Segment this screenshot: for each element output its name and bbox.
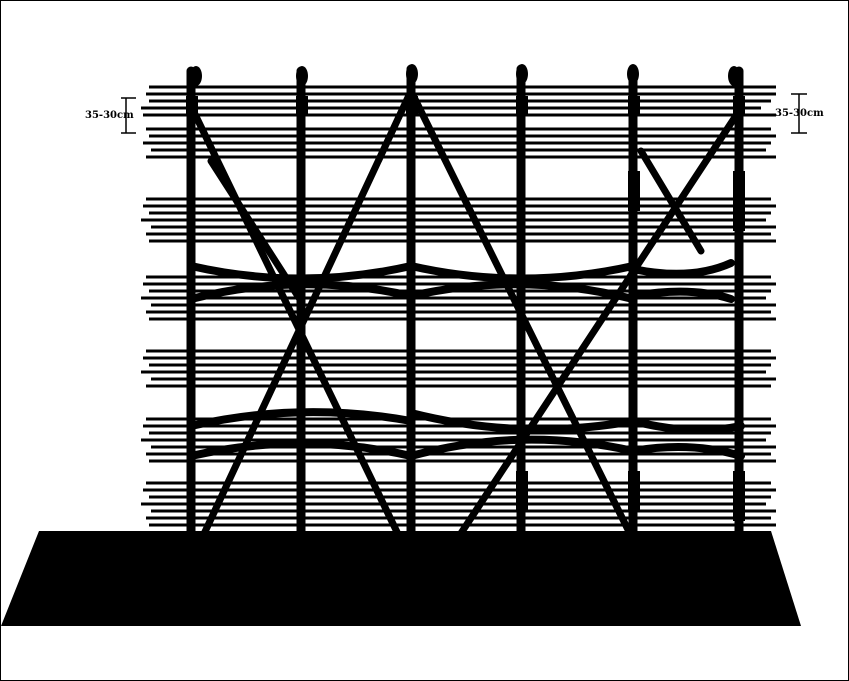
post-cap [406, 64, 418, 84]
ledger-level-1 [141, 85, 776, 117]
rubble-block [749, 561, 771, 586]
curved-cross-ties-upper [187, 259, 735, 303]
cross-tie [187, 408, 415, 430]
ledger-level-2 [143, 127, 776, 159]
dimension-label-left: 35-30cm [85, 110, 134, 121]
cross-tie [187, 280, 415, 303]
dimension-marker-left [121, 97, 136, 134]
clamp [516, 471, 528, 511]
cross-tie [629, 259, 735, 278]
artist-signature: Mefaridge... [701, 610, 794, 625]
clamp [296, 96, 308, 114]
dimension-marker-right [791, 93, 807, 134]
dimension-label-right: 35-30cm [775, 108, 824, 119]
post-cap [627, 64, 639, 84]
post-cap [728, 66, 740, 86]
ledger-level-5 [141, 349, 776, 388]
cross-tie [407, 435, 637, 460]
cross-tie [187, 439, 415, 460]
clamp [516, 96, 528, 114]
clamp [628, 96, 640, 114]
brace-diagonal [192, 87, 415, 555]
clamp [628, 471, 640, 511]
brace-diagonal [442, 107, 743, 560]
curved-cross-ties-lower [187, 408, 745, 460]
cross-tie [629, 417, 745, 434]
brace-diagonal [407, 87, 645, 560]
cross-tie [187, 262, 415, 283]
clamp [733, 471, 745, 521]
brace-diagonal [637, 147, 705, 255]
post-cap [296, 66, 308, 86]
ledger-level-4 [141, 275, 776, 321]
clamp [186, 96, 198, 114]
ground-plane [1, 531, 801, 626]
joint-clamps [186, 96, 745, 521]
post-caps [190, 64, 740, 86]
base-rubble [721, 549, 771, 586]
rubble-block [721, 549, 751, 584]
vertical-posts [186, 64, 744, 591]
clamp [733, 96, 745, 114]
cross-tie [407, 280, 637, 303]
cross-tie [629, 287, 735, 303]
clamp [406, 96, 418, 114]
diagonal-bracing-right [407, 87, 743, 560]
post-cap [190, 66, 202, 86]
cross-tie [407, 262, 637, 283]
cross-tie [407, 409, 637, 434]
clamp [628, 171, 640, 211]
ledger-level-7 [141, 481, 776, 527]
clamp [733, 171, 745, 231]
post-cap [516, 64, 528, 84]
cross-tie [629, 443, 745, 460]
